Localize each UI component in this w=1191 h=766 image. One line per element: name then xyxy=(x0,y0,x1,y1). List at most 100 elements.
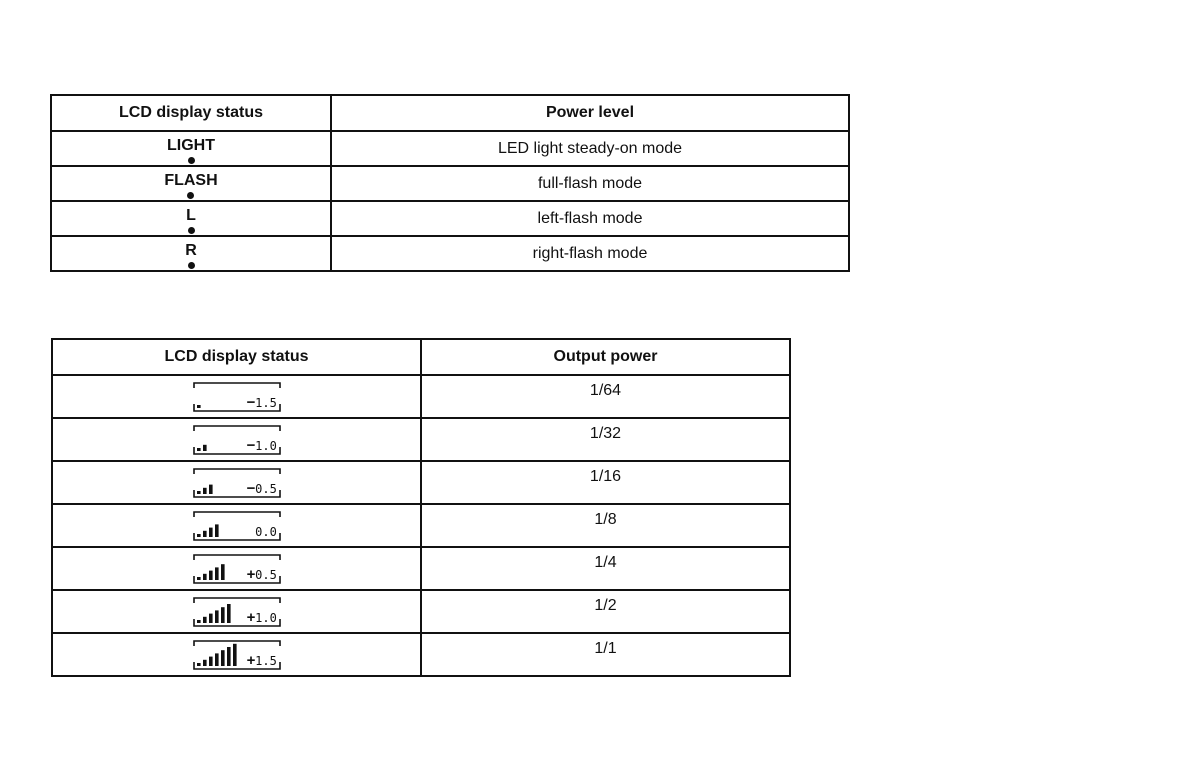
ev-sign: + xyxy=(246,652,255,669)
lcd-display-icon: −0.5 xyxy=(192,467,281,498)
power-bar xyxy=(196,662,201,666)
power-bar xyxy=(196,447,201,451)
table-row: 0.0 1/8 xyxy=(51,503,791,548)
lcd-frame xyxy=(192,596,281,627)
power-bar xyxy=(202,487,207,494)
mode-indicator: LIGHT xyxy=(167,138,215,164)
ev-value: 0.0 xyxy=(255,525,277,539)
power-bar xyxy=(196,490,201,494)
power-bar xyxy=(208,613,213,623)
ev-value: 0.5 xyxy=(255,568,277,582)
lcd-status-cell: −0.5 xyxy=(51,460,422,505)
lcd-display-icon: +0.5 xyxy=(192,553,281,584)
table-row: −1.5 1/64 xyxy=(51,374,791,419)
lcd-frame xyxy=(192,553,281,584)
table-row: +1.5 1/1 xyxy=(51,632,791,677)
power-bar xyxy=(208,527,213,537)
power-bar xyxy=(214,566,219,580)
output-power-cell: 1/8 xyxy=(420,503,791,548)
power-bar xyxy=(202,530,207,537)
indicator-dot-icon xyxy=(187,157,195,164)
ev-value: 1.5 xyxy=(255,654,277,668)
output-power-value: 1/2 xyxy=(594,596,617,614)
lcd-display-icon: −1.5 xyxy=(192,381,281,412)
lcd-status-cell: +1.0 xyxy=(51,589,422,634)
table-row: +0.5 1/4 xyxy=(51,546,791,591)
mode-indicator: L xyxy=(186,208,196,234)
output-power-cell: 1/4 xyxy=(420,546,791,591)
ev-value: 1.0 xyxy=(255,439,277,453)
mode-description: right-flash mode xyxy=(330,235,850,272)
power-bar xyxy=(220,563,225,580)
power-bar xyxy=(220,649,225,666)
lcd-frame xyxy=(192,467,281,498)
lcd-status-cell: LIGHT xyxy=(50,130,332,167)
lcd-display-icon: +1.5 xyxy=(192,639,281,670)
lcd-status-cell: R xyxy=(50,235,332,272)
ev-sign: − xyxy=(246,480,255,497)
power-bar xyxy=(208,570,213,580)
output-power-cell: 1/16 xyxy=(420,460,791,505)
lcd-display-icon: 0.0 xyxy=(192,510,281,541)
power-table-header: LCD display status Output power xyxy=(51,338,791,376)
power-bar xyxy=(202,444,207,451)
lcd-frame xyxy=(192,639,281,670)
ev-sign: − xyxy=(246,394,255,411)
ev-sign: − xyxy=(246,437,255,454)
power-bar xyxy=(202,659,207,666)
output-power-value: 1/32 xyxy=(589,424,622,442)
ev-value: 1.0 xyxy=(255,611,277,625)
output-power-cell: 1/2 xyxy=(420,589,791,634)
indicator-dot-icon xyxy=(187,262,195,269)
mode-indicator: R xyxy=(185,243,197,269)
header-lcd-status: LCD display status xyxy=(50,94,332,132)
power-bar xyxy=(226,646,231,666)
power-bar xyxy=(208,484,213,494)
mode-description: left-flash mode xyxy=(330,200,850,237)
table-row: LIGHT LED light steady-on mode xyxy=(50,130,850,167)
mode-table: LCD display status Power level LIGHT LED… xyxy=(50,94,850,272)
ev-sign: + xyxy=(246,609,255,626)
mode-table-header: LCD display status Power level xyxy=(50,94,850,132)
lcd-status-cell: −1.5 xyxy=(51,374,422,419)
lcd-frame xyxy=(192,424,281,455)
output-power-value: 1/4 xyxy=(594,553,617,571)
lcd-status-cell: FLASH xyxy=(50,165,332,202)
mode-description: LED light steady-on mode xyxy=(330,130,850,167)
mode-indicator-text: FLASH xyxy=(164,172,218,189)
lcd-status-cell: −1.0 xyxy=(51,417,422,462)
mode-description: full-flash mode xyxy=(330,165,850,202)
power-bar xyxy=(232,643,237,666)
power-bar xyxy=(214,523,219,537)
table-row: −0.5 1/16 xyxy=(51,460,791,505)
output-power-value: 1/64 xyxy=(589,381,622,399)
output-power-value: 1/8 xyxy=(594,510,617,528)
lcd-status-cell: 0.0 xyxy=(51,503,422,548)
output-power-cell: 1/1 xyxy=(420,632,791,677)
table-row: −1.0 1/32 xyxy=(51,417,791,462)
power-table: LCD display status Output power −1.5 1/6… xyxy=(51,338,791,677)
header-lcd-status: LCD display status xyxy=(51,338,422,376)
output-power-value: 1/1 xyxy=(594,639,617,657)
power-bar xyxy=(202,573,207,580)
power-bar xyxy=(196,533,201,537)
power-bar xyxy=(214,652,219,666)
power-bar xyxy=(196,619,201,623)
mode-indicator-text: LIGHT xyxy=(167,137,215,154)
lcd-display-icon: +1.0 xyxy=(192,596,281,627)
power-bar xyxy=(196,404,201,408)
indicator-dot-icon xyxy=(187,227,195,234)
mode-indicator-text: L xyxy=(186,207,196,224)
output-power-cell: 1/64 xyxy=(420,374,791,419)
lcd-display-icon: −1.0 xyxy=(192,424,281,455)
output-power-cell: 1/32 xyxy=(420,417,791,462)
power-bar xyxy=(196,576,201,580)
table-row: +1.0 1/2 xyxy=(51,589,791,634)
lcd-status-cell: +1.5 xyxy=(51,632,422,677)
power-bar xyxy=(202,616,207,623)
indicator-dot-icon xyxy=(187,192,195,199)
power-bar xyxy=(208,656,213,666)
lcd-status-cell: +0.5 xyxy=(51,546,422,591)
mode-indicator-text: R xyxy=(185,242,197,259)
mode-indicator: FLASH xyxy=(164,172,218,199)
